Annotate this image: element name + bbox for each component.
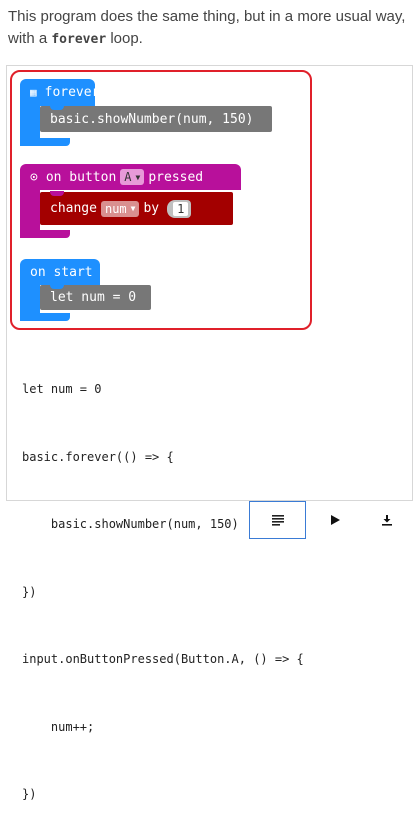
show-code-button[interactable]: [249, 501, 306, 539]
code-line: }): [22, 787, 37, 801]
intro-text-before: This program does the same thing, but in…: [8, 8, 406, 47]
on-button-suffix: pressed: [148, 169, 204, 185]
grid-icon: ▦: [30, 86, 37, 99]
forever-hat[interactable]: ▦ forever: [20, 79, 99, 106]
on-button-prefix: on button: [45, 169, 117, 185]
variable-dropdown-value: num: [104, 201, 127, 216]
chevron-down-icon: ▼: [135, 172, 141, 182]
chevron-down-icon: ▼: [130, 204, 136, 213]
on-start-hat[interactable]: on start: [20, 259, 100, 285]
run-button[interactable]: [306, 501, 363, 539]
code-line: let num = 0: [22, 382, 102, 396]
lines-icon: [271, 515, 284, 526]
change-statement[interactable]: change num ▼ by 1: [40, 191, 233, 225]
code-line: }): [22, 584, 37, 599]
change-label: change: [50, 201, 97, 216]
button-dropdown-value: A: [124, 170, 132, 184]
intro-keyword: forever: [51, 32, 107, 47]
let-num-statement[interactable]: let num = 0: [40, 284, 151, 310]
let-num-label: let num = 0: [50, 290, 137, 305]
on-button-hat[interactable]: ⊙ on button A ▼ pressed: [20, 164, 241, 190]
intro-paragraph: This program does the same thing, but in…: [8, 6, 408, 51]
code-line: basic.showNumber(num, 150): [22, 517, 239, 531]
download-button[interactable]: [358, 501, 415, 539]
highlight-outline: [10, 70, 312, 330]
variable-dropdown[interactable]: num ▼: [100, 200, 140, 217]
code-line: num++;: [22, 719, 95, 734]
download-icon: [381, 515, 392, 526]
code-listing: let num = 0 basic.forever(() => { basic.…: [22, 333, 304, 828]
code-line: input.onButtonPressed(Button.A, () => {: [22, 652, 304, 666]
show-number-label: basic.showNumber(num, 150): [50, 111, 254, 127]
number-slot: 1: [167, 199, 192, 218]
amount-input[interactable]: 1: [173, 201, 189, 216]
by-label: by: [143, 201, 160, 216]
intro-text-after: loop.: [106, 30, 143, 47]
show-number-statement[interactable]: basic.showNumber(num, 150): [40, 105, 272, 132]
code-line: basic.forever(() => {: [22, 449, 174, 464]
target-icon: ⊙: [30, 169, 38, 185]
on-start-label: on start: [30, 264, 93, 280]
button-dropdown[interactable]: A ▼: [120, 169, 145, 185]
play-icon: [330, 515, 340, 525]
forever-label: forever: [44, 85, 100, 100]
